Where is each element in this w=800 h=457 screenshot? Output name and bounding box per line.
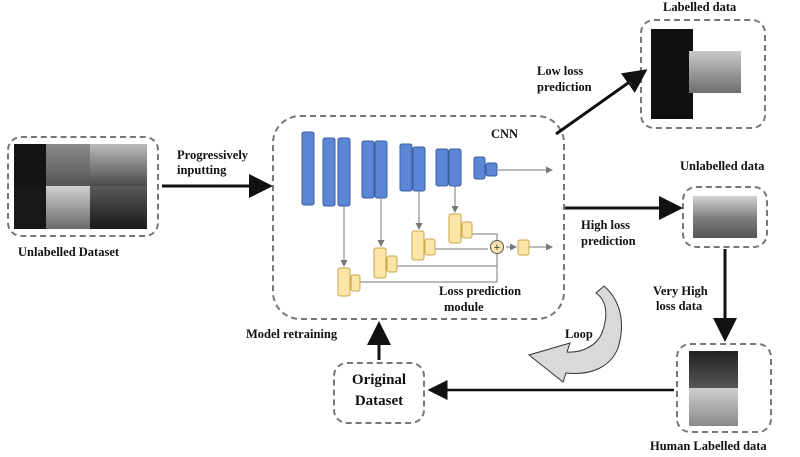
label-loss-module-2: module xyxy=(444,300,484,314)
label-low-loss: Low loss xyxy=(537,64,584,78)
label-cnn: CNN xyxy=(491,127,519,141)
cnn-layer xyxy=(448,148,462,187)
cnn-layer xyxy=(485,162,498,177)
sum-node xyxy=(490,240,504,254)
label-loop: Loop xyxy=(565,327,593,341)
label-original: Original xyxy=(351,372,407,388)
loss-block xyxy=(424,238,436,256)
cnn-layer xyxy=(412,146,426,192)
loss-block xyxy=(448,213,462,244)
cnn-layer xyxy=(337,137,351,207)
label-unlabelled-data: Unlabelled data xyxy=(680,159,765,173)
loss-block xyxy=(337,267,351,297)
cnn-layer xyxy=(399,143,413,192)
cnn-layer xyxy=(435,148,449,187)
label-unlabelled-dataset: Unlabelled Dataset xyxy=(18,245,120,259)
loss-block xyxy=(386,255,398,273)
loop-arrow xyxy=(527,285,622,383)
label-loss-data: loss data xyxy=(656,299,703,313)
cnn-layer xyxy=(322,137,336,207)
loss-block xyxy=(517,239,530,256)
label-labelled-data: Labelled data xyxy=(663,0,737,14)
label-model-retraining: Model retraining xyxy=(246,327,338,341)
loss-block xyxy=(350,274,361,292)
human-labelled-images xyxy=(689,351,738,426)
original-dataset-box xyxy=(333,362,425,424)
label-low-loss-prediction: prediction xyxy=(537,80,592,94)
label-inputting: inputting xyxy=(177,163,227,177)
cnn-layer xyxy=(301,131,315,206)
sum-sign: + xyxy=(494,242,500,254)
label-very-high: Very High xyxy=(653,284,708,298)
loss-block xyxy=(373,247,387,279)
label-human-labelled: Human Labelled data xyxy=(650,439,767,453)
loss-block xyxy=(461,221,473,239)
unlabelled-data-image xyxy=(693,196,757,238)
loss-block xyxy=(411,230,425,261)
label-high-loss: High loss xyxy=(581,218,630,232)
label-loss-module-1: Loss prediction xyxy=(439,284,522,298)
cnn-layer xyxy=(374,140,388,199)
cnn-layer xyxy=(361,140,375,199)
unlabelled-dataset-images xyxy=(14,144,147,229)
label-dataset: Dataset xyxy=(354,393,404,409)
label-progressively: Progressively xyxy=(177,148,249,162)
labelled-data-images xyxy=(651,29,741,119)
label-high-loss-prediction: prediction xyxy=(581,234,636,248)
arrow-low-loss xyxy=(555,69,648,136)
cnn-layer xyxy=(473,156,486,180)
